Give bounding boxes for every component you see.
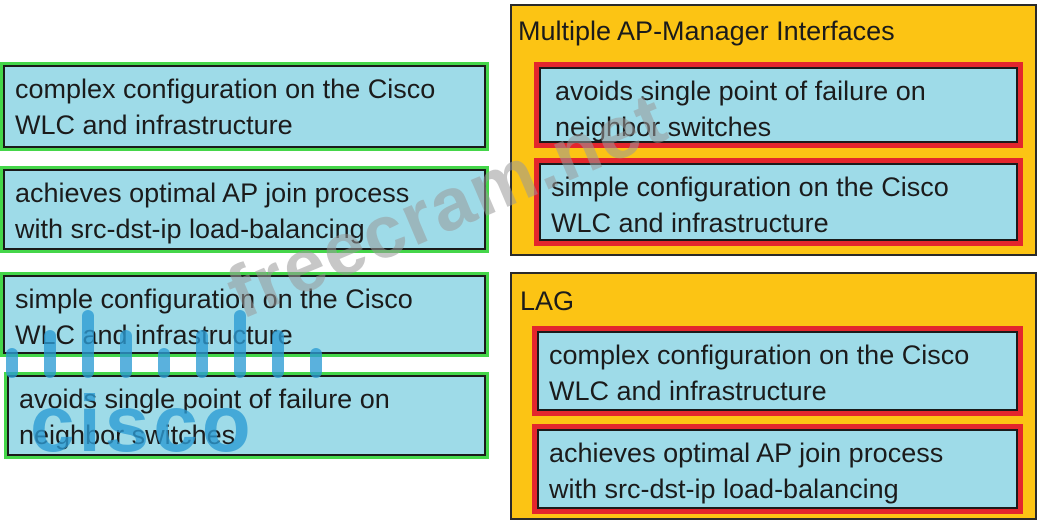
placed-card-complex-config[interactable]: complex configuration on the Cisco WLC a…: [537, 331, 1018, 411]
source-card-frame: [4, 372, 489, 459]
source-card-optimal-join[interactable]: achieves optimal AP join process with sr…: [3, 169, 486, 250]
source-card-simple-config[interactable]: simple configuration on the Cisco WLC an…: [3, 275, 486, 354]
source-card-frame: [0, 62, 489, 151]
source-card-frame: [0, 166, 489, 253]
placed-card-simple-config[interactable]: simple configuration on the Cisco WLC an…: [539, 163, 1018, 241]
drop-slot[interactable]: simple configuration on the Cisco WLC an…: [534, 158, 1023, 246]
source-card-complex-config[interactable]: complex configuration on the Cisco WLC a…: [3, 65, 486, 148]
drop-slot[interactable]: achieves optimal AP join process with sr…: [532, 424, 1023, 514]
placed-card-avoid-spof[interactable]: avoids single point of failure on neighb…: [539, 67, 1018, 143]
drop-slot[interactable]: complex configuration on the Cisco WLC a…: [532, 326, 1023, 416]
placed-card-optimal-join[interactable]: achieves optimal AP join process with sr…: [537, 429, 1018, 509]
target-lag: LAG complex configuration on the Cisco W…: [510, 272, 1037, 520]
target-title: LAG: [520, 286, 575, 316]
drop-slot[interactable]: avoids single point of failure on neighb…: [534, 62, 1023, 148]
target-multiple-ap-manager: Multiple AP-Manager Interfaces avoids si…: [510, 4, 1037, 256]
target-title: Multiple AP-Manager Interfaces: [518, 16, 895, 46]
source-card-avoid-spof[interactable]: avoids single point of failure on neighb…: [7, 375, 486, 456]
